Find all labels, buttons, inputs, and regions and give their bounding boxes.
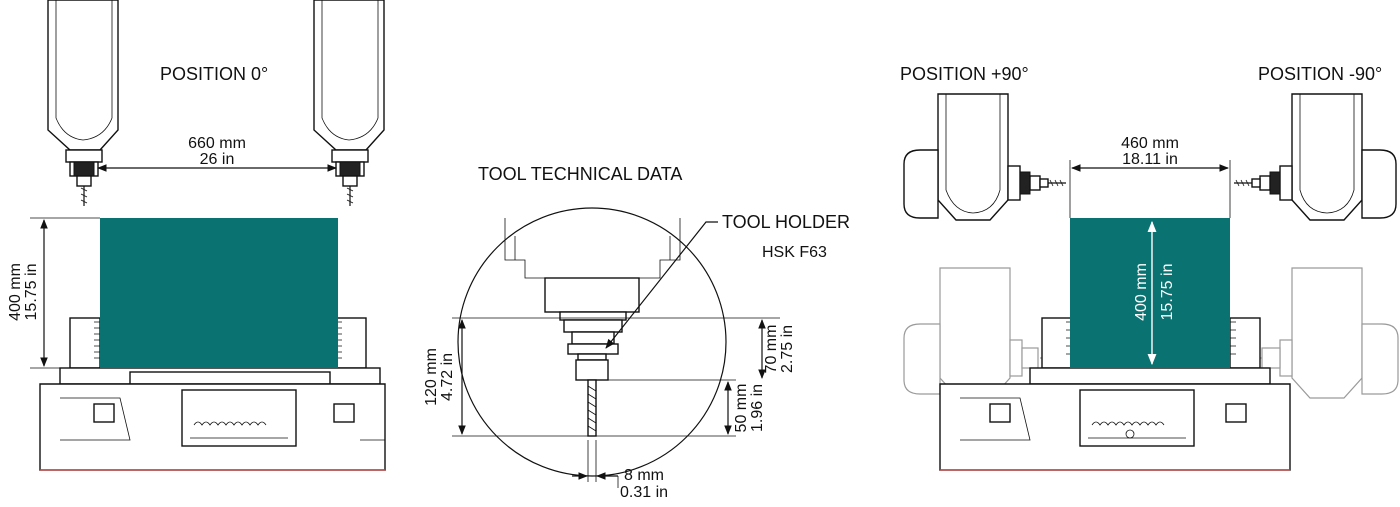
right-view-title-plus90: POSITION +90° [900,64,1029,84]
tool-view: TOOL TECHNICAL DATA TOOL HOLDER HSK F63 … [423,164,850,501]
diameter-mm-label: 8 mm [624,467,664,484]
total-length-mm-label: 120 mm [423,348,440,406]
tool-holder-leader [605,221,718,349]
left-view-title: POSITION 0° [160,64,268,84]
total-length-in-label: 4.72 in [439,353,456,401]
left-spindle-head [47,0,119,206]
span-in-label: 26 in [200,151,235,168]
left-view: POSITION 0° 660 mm 26 in 4 [7,0,386,471]
right-machine-base [939,317,1291,471]
right-view: POSITION +90° POSITION -90° [900,64,1399,471]
tool-detail-circle [457,207,727,477]
right-height-in-label: 15.75 in [1159,264,1176,321]
span-mm-label: 660 mm [188,135,246,152]
tool-length-in-label: 1.96 in [749,384,766,432]
tool-holder-label: TOOL HOLDER [722,212,850,232]
tool-holder-drawing [504,218,681,437]
right-span-mm-label: 460 mm [1121,135,1179,152]
left-workpiece [100,218,338,368]
tool-holder-type: HSK F63 [762,244,827,261]
minus90-spindle-head [1234,93,1397,221]
right-height-mm-label: 400 mm [1133,263,1150,321]
right-workpiece [1070,218,1230,368]
tool-view-title: TOOL TECHNICAL DATA [478,164,682,184]
plus90-spindle-head [903,93,1066,221]
right-view-title-minus90: POSITION -90° [1258,64,1382,84]
ghost-spindle-heads [903,267,1399,399]
right-span-in-label: 18.11 in [1122,151,1178,168]
left-height-mm-label: 400 mm [7,263,24,321]
left-height-in-label: 15.75 in [23,264,40,321]
tool-length-mm-label: 50 mm [733,384,750,433]
right-spindle-head [313,0,385,206]
diameter-in-label: 0.31 in [620,484,668,501]
holder-length-mm-label: 70 mm [763,325,780,374]
holder-length-in-label: 2.75 in [779,325,796,373]
